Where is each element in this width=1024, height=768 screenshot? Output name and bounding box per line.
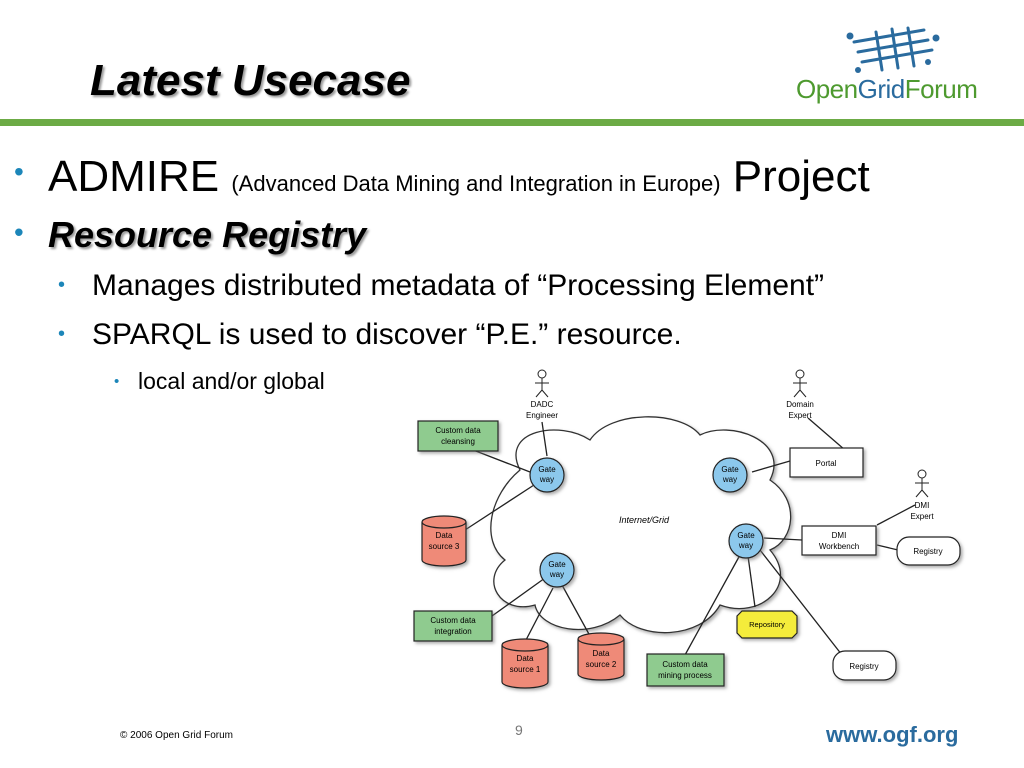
box-label: cleansing xyxy=(441,437,475,446)
data-source-2 xyxy=(577,632,625,681)
gateway-label: Gate xyxy=(538,465,556,474)
resource-registry-text: Resource Registry xyxy=(48,214,367,255)
dadc-label-2: Engineer xyxy=(526,411,558,420)
box-label: Custom data xyxy=(430,616,476,625)
data-source-label: Data xyxy=(436,531,453,540)
dmi-actor-label-1: DMI xyxy=(915,501,930,510)
sparql-text: SPARQL is used to discover “P.E.” resour… xyxy=(92,318,682,351)
custom-data-mining-box: Custom data mining process xyxy=(646,653,725,687)
box-label: Repository xyxy=(749,620,785,629)
admire-text: ADMIRE xyxy=(48,152,220,201)
slide-title: Latest Usecase xyxy=(90,56,411,105)
dadc-engineer-actor xyxy=(535,369,549,398)
dmi-actor-label-2: Expert xyxy=(910,512,934,521)
gateway-label: way xyxy=(722,475,737,484)
bullet-sparql: • SPARQL is used to discover “P.E.” resou… xyxy=(58,318,682,352)
data-source-label: Data xyxy=(593,649,610,658)
box-label: integration xyxy=(434,627,471,636)
bullet-admire: • ADMIRE (Advanced Data Mining and Integr… xyxy=(14,152,870,202)
gateway-node: Gate way xyxy=(728,523,764,559)
data-source-label: source 2 xyxy=(586,660,617,669)
box-label: Registry xyxy=(913,547,942,556)
architecture-diagram: Internet/Grid DADC Engineer Domain Exper… xyxy=(413,369,961,689)
gateway-label: Gate xyxy=(548,560,566,569)
data-source-label: source 3 xyxy=(429,542,460,551)
box-label: mining process xyxy=(658,671,712,680)
data-source-3 xyxy=(421,515,467,567)
bullet-dot: • xyxy=(58,274,66,296)
dmi-workbench-box: DMI Workbench xyxy=(801,525,877,556)
box-label: Portal xyxy=(816,459,837,468)
logo-wordmark: OpenGridForum xyxy=(796,74,978,105)
dadc-label-1: DADC xyxy=(531,400,554,409)
grid-network-icon xyxy=(846,26,940,73)
bullet-dot: • xyxy=(114,373,120,390)
website-url[interactable]: www.ogf.org xyxy=(826,722,959,747)
admire-project: Project xyxy=(732,152,870,201)
custom-data-cleansing-box: Custom data cleansing xyxy=(417,420,499,452)
bullet-local-global: • local and/or global xyxy=(114,368,325,395)
copyright: © 2006 Open Grid Forum xyxy=(120,730,233,741)
domain-label-1: Domain xyxy=(786,400,814,409)
manages-text: Manages distributed metadata of “Process… xyxy=(92,269,825,302)
admire-expansion: (Advanced Data Mining and Integration in… xyxy=(231,171,721,196)
box-label: Workbench xyxy=(819,542,859,551)
bullet-resource-registry: • Resource Registry xyxy=(14,214,366,256)
registry-box: Registry xyxy=(832,650,897,681)
domain-label-2: Expert xyxy=(788,411,812,420)
repository-box: Repository xyxy=(736,610,798,639)
open-grid-forum-logo: OpenGridForum xyxy=(796,26,986,106)
box-label: Registry xyxy=(849,662,878,671)
logo-word-open: Open xyxy=(796,74,858,104)
bullet-dot: • xyxy=(14,217,24,247)
logo-word-grid: Grid xyxy=(857,74,906,104)
bullet-dot: • xyxy=(58,323,66,345)
gateway-label: Gate xyxy=(721,465,739,474)
data-source-label: Data xyxy=(517,654,534,663)
domain-expert-actor xyxy=(793,369,807,398)
registry-box: Registry xyxy=(896,536,961,566)
box-label: DMI xyxy=(832,531,847,540)
data-source-1 xyxy=(501,638,549,689)
dmi-expert-actor xyxy=(915,469,929,498)
gateway-node: Gate way xyxy=(529,457,565,493)
custom-data-integration-box: Custom data integration xyxy=(413,610,493,642)
bullet-manages: • Manages distributed metadata of “Proces… xyxy=(58,269,824,303)
data-source-label: source 1 xyxy=(510,665,541,674)
page-number: 9 xyxy=(515,722,523,738)
title-divider xyxy=(0,119,1024,126)
gateway-node: Gate way xyxy=(539,552,575,588)
gateway-label: Gate xyxy=(737,531,755,540)
bullet-dot: • xyxy=(14,156,24,187)
logo-word-forum: Forum xyxy=(904,74,978,104)
portal-box: Portal xyxy=(789,447,864,478)
cloud-label: Internet/Grid xyxy=(619,515,670,525)
gateway-label: way xyxy=(549,570,564,579)
box-label: Custom data xyxy=(435,426,481,435)
gateway-label: way xyxy=(738,541,753,550)
gateway-label: way xyxy=(539,475,554,484)
connection-lines xyxy=(464,417,916,656)
local-global-text: local and/or global xyxy=(138,368,325,394)
gateway-node: Gate way xyxy=(712,457,748,493)
box-label: Custom data xyxy=(662,660,708,669)
